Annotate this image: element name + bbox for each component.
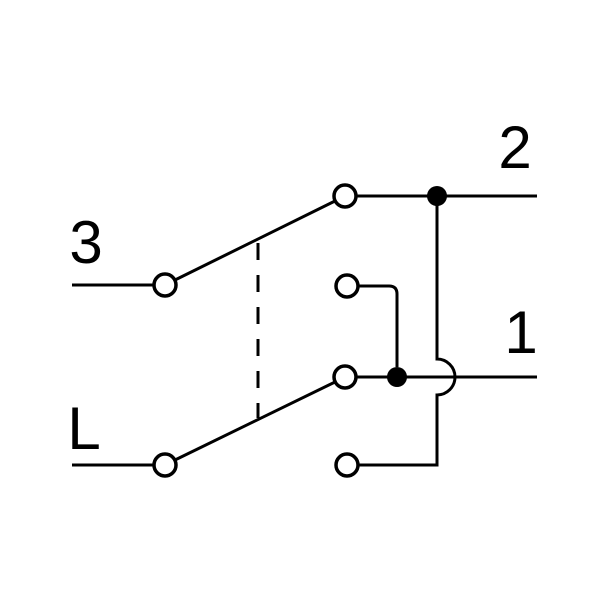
contact-terminal-3 [152, 272, 178, 298]
label-terminal-L: L [67, 395, 100, 462]
contact-bottom [334, 452, 360, 478]
contact-on-line-1 [332, 364, 358, 390]
switch-arm-bottom [174, 380, 336, 462]
label-terminal-2: 2 [498, 114, 531, 181]
contact-top [332, 183, 358, 209]
junction-dot-line-1 [387, 367, 407, 387]
contact-terminal-L [152, 452, 178, 478]
wire-junction2-to-bottom-contact-with-jump [358, 196, 457, 467]
junction-dot-line-2 [427, 186, 447, 206]
switch-arm-top [174, 199, 336, 282]
wire-branch-upper-contact-to-junction1 [358, 284, 399, 367]
contact-mid-upper [334, 273, 360, 299]
label-terminal-3: 3 [69, 209, 102, 276]
label-terminal-1: 1 [504, 299, 537, 366]
